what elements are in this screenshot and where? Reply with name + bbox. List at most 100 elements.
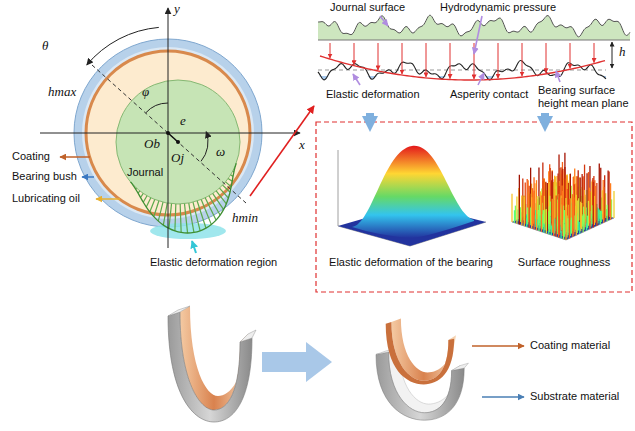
center-label: Ob bbox=[144, 136, 160, 152]
roughness-spike bbox=[529, 186, 530, 228]
pressure-arrow bbox=[474, 43, 475, 79]
part-name: Lubricating oil bbox=[12, 192, 80, 205]
roughness-spike bbox=[565, 207, 566, 240]
elastic-deformation-region bbox=[150, 223, 226, 239]
pressure-line bbox=[216, 191, 226, 204]
axis-label: y bbox=[174, 1, 180, 17]
angle-arc bbox=[146, 103, 168, 113]
pressure-line bbox=[201, 199, 211, 224]
plot-title: Surface roughness bbox=[518, 256, 610, 269]
flow-arrow bbox=[366, 113, 374, 116]
part-name: Journal bbox=[127, 166, 163, 179]
center-dot bbox=[176, 140, 180, 144]
pressure-line bbox=[228, 178, 232, 181]
roughness-spike bbox=[563, 220, 564, 239]
roughness-spike bbox=[560, 231, 561, 238]
plot-title: Elastic deformation of the bearing bbox=[329, 256, 493, 269]
pressure-line bbox=[150, 199, 155, 211]
dimension-symbol: h bbox=[619, 44, 626, 60]
roughness-plot bbox=[512, 153, 614, 240]
deformation-plot bbox=[352, 146, 474, 238]
roughness-spike bbox=[519, 175, 520, 225]
plot-panel: Surface roughness bbox=[502, 132, 626, 272]
part-name: Bearing bush bbox=[12, 170, 77, 183]
roughness-spike bbox=[580, 202, 581, 232]
pressure-line bbox=[154, 201, 159, 217]
leader-arrows bbox=[353, 16, 560, 85]
eccentricity-label: e bbox=[180, 113, 186, 129]
pressure-line bbox=[158, 202, 163, 221]
bearing-shell bbox=[240, 330, 256, 342]
plot-panel: Elastic deformation of the bearing bbox=[322, 132, 500, 272]
angle-symbol: φ bbox=[142, 84, 149, 100]
leader-arrows bbox=[482, 396, 524, 398]
coating-shell bbox=[386, 318, 456, 384]
pressure-line bbox=[141, 193, 144, 197]
leader-arrows bbox=[60, 157, 196, 253]
pressure-line bbox=[193, 202, 200, 231]
gap-label: hmin bbox=[232, 210, 258, 226]
roughness-spike bbox=[521, 196, 522, 226]
part-name: Coating material bbox=[530, 339, 610, 352]
leader-arrows bbox=[380, 16, 388, 26]
bearing-shell bbox=[168, 312, 252, 422]
roughness-spike bbox=[582, 214, 583, 232]
coordinate-axes bbox=[168, 8, 169, 248]
eccentricity-segment bbox=[168, 133, 178, 142]
roughness-spike bbox=[599, 164, 600, 214]
surface-detail bbox=[318, 15, 630, 80]
pressure-line bbox=[143, 196, 147, 202]
pressure-line bbox=[146, 198, 151, 207]
pressure-arrow bbox=[450, 43, 451, 79]
flow-arrow bbox=[541, 113, 549, 116]
pressure-line bbox=[184, 204, 187, 234]
leader-arrows bbox=[60, 156, 90, 158]
pressure-arrow bbox=[498, 43, 499, 78]
leader-arrows bbox=[96, 198, 120, 200]
roughness-spike bbox=[511, 194, 512, 222]
roughness-spike bbox=[586, 224, 587, 231]
film-thickness-dimension bbox=[612, 42, 613, 68]
bearing-cross-section bbox=[116, 80, 240, 204]
pressure-arrow bbox=[522, 43, 523, 76]
journal-mean-line bbox=[318, 40, 630, 41]
roughness-spike bbox=[596, 183, 597, 226]
leader-arrows bbox=[472, 345, 524, 347]
leader-arrows bbox=[192, 241, 196, 253]
gap-label: hmax bbox=[48, 84, 76, 100]
pressure-arrow bbox=[546, 43, 547, 73]
speed-symbol: ω bbox=[216, 144, 225, 160]
journal-roughness-fill bbox=[318, 15, 630, 40]
roughness-spike bbox=[558, 198, 559, 238]
roughness-spike bbox=[606, 205, 607, 221]
angle-arc bbox=[87, 27, 159, 65]
roughness-spike bbox=[579, 228, 580, 234]
roughness-spike bbox=[561, 198, 562, 236]
roughness-spike bbox=[533, 191, 534, 230]
dashed-frame bbox=[316, 122, 632, 292]
pressure-arrow bbox=[594, 43, 595, 63]
deformation-plot bbox=[338, 146, 486, 246]
pressure-line bbox=[189, 203, 194, 233]
roughness-spike bbox=[613, 191, 614, 218]
part-name: Journal surface bbox=[330, 1, 405, 14]
roughness-spike bbox=[516, 196, 517, 223]
rotation-arc bbox=[201, 132, 208, 162]
pressure-arrow bbox=[378, 43, 379, 70]
pressure-arrow bbox=[402, 43, 403, 74]
pressure-line bbox=[169, 204, 172, 229]
part-name: Hydrodynamic pressure bbox=[440, 1, 556, 14]
roughness-spike bbox=[593, 182, 594, 227]
roughness-spike bbox=[524, 197, 525, 226]
center-dot bbox=[166, 131, 170, 135]
roughness-spike bbox=[514, 210, 515, 223]
surface-detail-panel: Journal surfaceHydrodynamic pressurehEla… bbox=[318, 0, 632, 113]
leader-arrows bbox=[478, 73, 484, 85]
pressure-line bbox=[205, 198, 216, 221]
roughness-spike bbox=[600, 211, 601, 224]
journal-profile bbox=[318, 15, 630, 37]
bearing-shell bbox=[168, 306, 256, 422]
coordinate-axes bbox=[40, 8, 300, 248]
